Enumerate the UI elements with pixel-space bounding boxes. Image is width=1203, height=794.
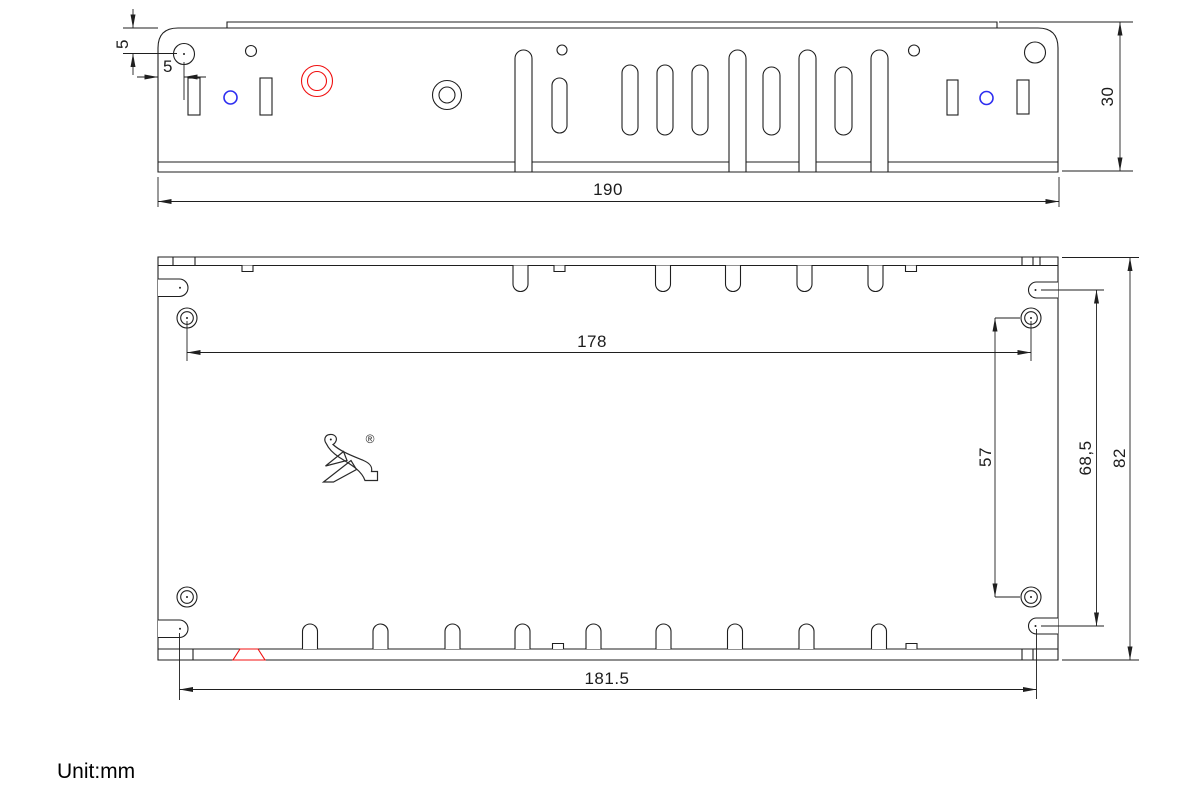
vent-slots: [551, 64, 853, 136]
red-marking: [231, 648, 267, 661]
dim-height-82: 82: [1110, 448, 1129, 468]
bottom-view-dimensions: [179, 257, 1139, 700]
dim-notch-span-181-5: 181.5: [584, 669, 629, 688]
dim-offset-x: 5: [163, 57, 173, 76]
bottom-edge-slots: [192, 623, 1034, 661]
logo-swan-body: [324, 433, 379, 482]
dim-notch-vspan-68-5: 68,5: [1076, 440, 1095, 475]
blue-indicator-hole-left: [223, 90, 238, 105]
registered-trademark: ®: [366, 432, 375, 446]
tall-vent-slots: [514, 49, 889, 172]
brand-logo: ®: [321, 432, 379, 483]
top-edge-slots: [172, 257, 1041, 292]
top-view-outline: [157, 27, 1059, 173]
logo-eye: [329, 438, 332, 441]
dim-height-30: 30: [1098, 87, 1117, 107]
dim-hole-span-178: 178: [577, 332, 607, 351]
holes: [172, 41, 1047, 111]
red-highlight-hole: [300, 64, 334, 98]
logo-wing-large: [321, 459, 358, 483]
top-view: 5 5 190 30: [113, 9, 1133, 207]
logo-wing-small: [325, 450, 348, 467]
top-view-cover-lip: [226, 21, 998, 28]
edge-notches: [158, 278, 1058, 639]
dim-offset-y: 5: [113, 39, 132, 49]
blue-indicator-hole-right: [979, 90, 994, 106]
bottom-view-outline: [157, 256, 1059, 661]
bushing-hole: [431, 79, 463, 111]
top-view-dimensions: [123, 9, 1133, 207]
bottom-view: ® 178 57 68,5 82 181.5: [157, 256, 1139, 700]
unit-label: Unit:mm: [57, 760, 136, 783]
dim-width-190: 190: [593, 180, 623, 199]
dim-hole-vspan-57: 57: [976, 447, 995, 467]
